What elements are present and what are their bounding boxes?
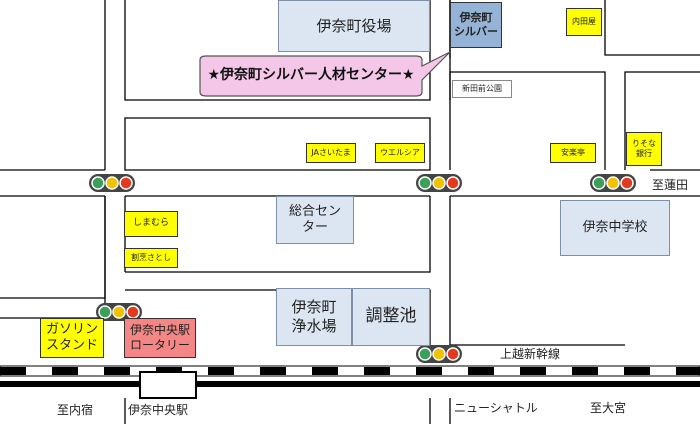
resona-line2: 銀行 [636,149,652,158]
junior-high-label: 伊奈中学校 [582,219,648,235]
uchijuku-direction: 至内宿 [40,400,110,420]
hasuda-label: 至蓮田 [652,177,689,192]
silver-label-line2: シルバー [454,25,498,38]
rotary-line2: ロータリー [129,338,190,352]
traffic-signal-icon [416,345,462,363]
traffic-signal-icon [89,174,135,192]
gas-line1: ガソリン [45,321,98,337]
kappo-satoshi: 割烹さとし [124,248,178,268]
water-line2: 浄水場 [291,317,337,335]
station-label: 伊奈中央駅 [128,402,189,417]
railway [0,365,700,399]
water-line1: 伊奈町 [291,298,337,317]
gas-station: ガソリン スタンド [40,318,104,358]
callout-bubble [199,51,451,97]
shimamura: しまむら [124,211,178,237]
rotary-line1: 伊奈中央駅 [129,323,190,337]
new-shuttle-label: ニューシャトル [454,400,538,415]
gas-line2: スタンド [45,338,98,353]
ina-chuo-station: 伊奈中央駅 [128,400,218,420]
callout-text: ★伊奈町シルバー人材センター★ [200,56,422,96]
silver-center-building: 伊奈町 シルバー [450,2,502,48]
omiya-label: 至大宮 [589,400,626,415]
joetsu-shinkansen: 上越新幹線 [480,345,580,363]
welcia-label: ウエルシア [380,148,420,157]
new-shuttle: ニューシャトル [454,398,554,418]
anrakutei-label: 安楽亭 [561,148,585,157]
welcia: ウエルシア [375,143,425,163]
kappo-label: 割烹さとし [131,253,171,262]
town-hall-label: 伊奈町役場 [316,16,392,35]
shinden-park: 新田前公園 [452,80,512,98]
resona-bank: りそな 銀行 [626,132,662,166]
shimamura-label: しまむら [132,218,169,229]
pond-label: 調整池 [365,306,417,327]
regulating-pond: 調整池 [352,288,430,346]
uchidaya-label: 内田屋 [572,17,596,26]
anrakutei: 安楽亭 [550,143,596,163]
resona-line1: りそな [632,139,656,148]
uchidaya: 内田屋 [566,8,602,36]
shinkansen-label: 上越新幹線 [499,346,560,361]
general-center: 総合セン ター [276,196,354,244]
traffic-signal-icon [590,174,636,192]
ja-saitama: JAさいたま [306,143,356,163]
hasuda-direction: 至蓮田 [652,175,698,193]
sogo-line2: ター [301,220,328,235]
traffic-signal-icon [416,174,462,192]
ja-label: JAさいたま [311,148,351,157]
silver-label-line1: 伊奈町 [459,11,493,25]
ina-junior-high: 伊奈中学校 [560,200,670,256]
shinden-park-label: 新田前公園 [462,84,502,93]
callout-label: ★伊奈町シルバー人材センター★ [207,67,415,84]
sogo-line1: 総合セン [288,203,341,219]
town-hall: 伊奈町役場 [278,0,430,52]
station-rotary: 伊奈中央駅 ロータリー [124,318,196,358]
omiya-direction: 至大宮 [578,398,638,418]
uchijuku-label: 至内宿 [56,402,93,417]
water-purification-plant: 伊奈町 浄水場 [276,288,352,346]
